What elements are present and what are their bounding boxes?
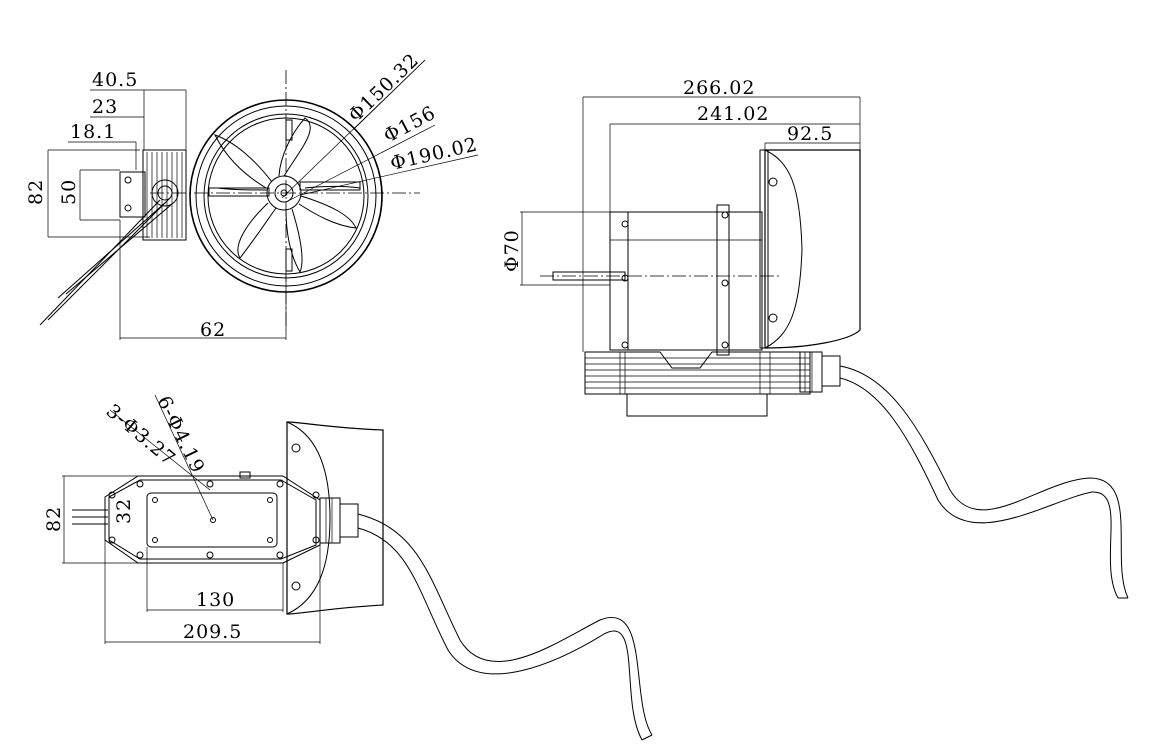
dim-tiny-bottom: 62 (200, 319, 226, 341)
dim-92-5: 92.5 (787, 123, 833, 145)
duct-top (286, 421, 384, 615)
dim-266-02: 266.02 (683, 77, 755, 99)
top-view: 6-Φ4.19 3-Φ3.27 82 130 209.5 32 (43, 393, 653, 741)
dim-tiny-side: 32 (113, 498, 135, 524)
side-dimensions: 266.02 241.02 92.5 Φ70 (501, 77, 861, 352)
front-view: 40.5 23 18.1 82 50 62 Φ150.32 Φ156 Φ190.… (25, 49, 480, 341)
dim-18-1: 18.1 (70, 121, 116, 143)
dim-82-front: 82 (25, 179, 47, 205)
dim-50: 50 (58, 179, 80, 205)
dim-dia-156: Φ156 (380, 102, 440, 148)
dim-130: 130 (196, 589, 235, 611)
dim-23: 23 (92, 96, 118, 118)
top-dimensions: 6-Φ4.19 3-Φ3.27 82 130 209.5 32 (43, 393, 321, 644)
dim-82-top: 82 (43, 506, 65, 532)
side-view: 266.02 241.02 92.5 Φ70 (501, 77, 1129, 599)
motor-fins (119, 149, 187, 241)
duct-profile (764, 149, 861, 349)
cable-side (839, 365, 1129, 599)
dim-dia-70: Φ70 (501, 229, 523, 272)
dim-40-5: 40.5 (92, 69, 138, 91)
cable-top (357, 513, 653, 736)
cable-gland-side (799, 351, 841, 393)
base-heatsink (584, 351, 811, 417)
cable-front (39, 197, 173, 326)
propeller-blades (214, 117, 361, 274)
front-dimensions: 40.5 23 18.1 82 50 62 Φ150.32 Φ156 Φ190.… (25, 49, 480, 341)
dim-241-02: 241.02 (697, 103, 769, 125)
dim-209-5: 209.5 (183, 621, 242, 643)
